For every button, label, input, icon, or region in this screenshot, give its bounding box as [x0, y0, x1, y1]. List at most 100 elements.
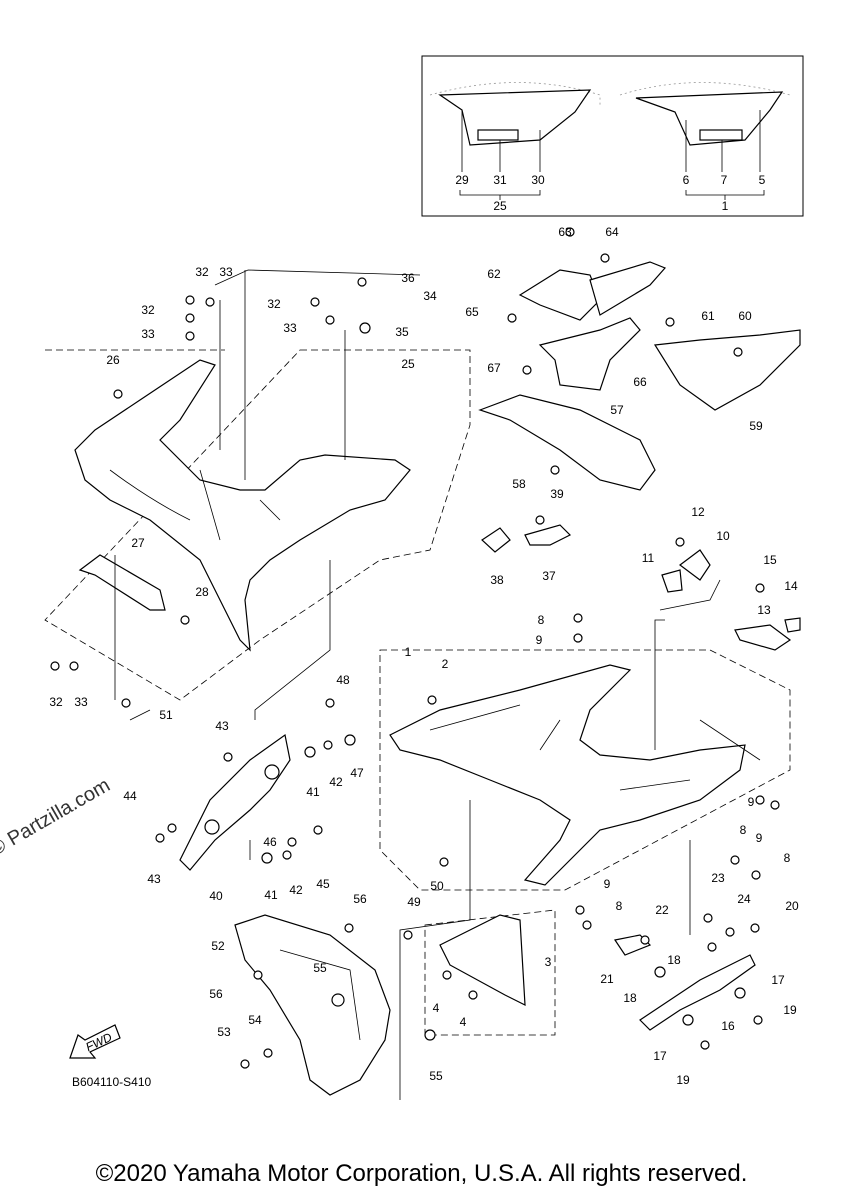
inset-callout-5: 5 — [759, 173, 766, 187]
part-callout-12: 12 — [691, 505, 705, 519]
left-group-outline — [44, 349, 791, 1036]
part-callout-14: 14 — [784, 579, 798, 593]
part-callout-3: 3 — [545, 955, 552, 969]
part-callout-40: 40 — [209, 889, 223, 903]
part-callout-52: 52 — [211, 939, 225, 953]
part-callout-38: 38 — [490, 573, 504, 587]
duct-64 — [589, 261, 667, 316]
part-callout-55: 55 — [429, 1069, 443, 1083]
part-callout-45: 45 — [316, 877, 330, 891]
part-callout-55: 55 — [313, 961, 327, 975]
part-callout-58: 58 — [512, 477, 526, 491]
part-callout-4: 4 — [460, 1015, 467, 1029]
under-panel-3 — [439, 914, 526, 1007]
part-callout-63: 63 — [558, 225, 572, 239]
part-callout-48: 48 — [336, 673, 350, 687]
part-callout-19: 19 — [676, 1073, 690, 1087]
part-callout-19: 19 — [783, 1003, 797, 1017]
part-callout-43: 43 — [147, 872, 161, 886]
bracket-37 — [524, 524, 572, 546]
part-callout-8: 8 — [740, 823, 747, 837]
part-callout-32: 32 — [49, 695, 63, 709]
bracket-11 — [661, 569, 683, 593]
left-side-cowling — [74, 359, 411, 652]
part-callout-33: 33 — [283, 321, 297, 335]
part-callout-32: 32 — [195, 265, 209, 279]
part-callout-54: 54 — [248, 1013, 262, 1027]
part-callout-41: 41 — [306, 785, 320, 799]
part-callout-25: 25 — [401, 357, 415, 371]
part-callout-36: 36 — [401, 271, 415, 285]
part-callout-13: 13 — [757, 603, 771, 617]
part-callout-53: 53 — [217, 1025, 231, 1039]
inset-callout-25: 25 — [493, 199, 507, 213]
part-callout-26: 26 — [106, 353, 120, 367]
part-callout-28: 28 — [195, 585, 209, 599]
bracket-57 — [478, 394, 656, 491]
part-callout-32: 32 — [141, 303, 155, 317]
part-callout-44: 44 — [123, 789, 137, 803]
fwd-label: FWD — [83, 1030, 114, 1054]
part-callout-2: 2 — [442, 657, 449, 671]
part-callout-9: 9 — [748, 795, 755, 809]
decal-inset — [421, 55, 804, 217]
part-callout-39: 39 — [550, 487, 564, 501]
part-callout-24: 24 — [737, 892, 751, 906]
part-callout-37: 37 — [542, 569, 556, 583]
inset-callout-30: 30 — [531, 173, 545, 187]
part-callout-33: 33 — [74, 695, 88, 709]
part-callout-61: 61 — [701, 309, 715, 323]
part-callout-22: 22 — [655, 903, 669, 917]
part-callout-9: 9 — [536, 633, 543, 647]
part-callout-11: 11 — [642, 551, 655, 565]
fasteners — [50, 227, 780, 1069]
part-callout-20: 20 — [785, 899, 799, 913]
right-decal-shape — [635, 91, 784, 146]
part-callout-51: 51 — [159, 708, 173, 722]
part-callout-57: 57 — [610, 403, 624, 417]
duct-66 — [538, 317, 641, 391]
part-callout-27: 27 — [131, 536, 145, 550]
part-callout-32: 32 — [267, 297, 281, 311]
part-callout-8: 8 — [538, 613, 545, 627]
part-callout-23: 23 — [711, 871, 725, 885]
part-callout-46: 46 — [263, 835, 277, 849]
part-callout-34: 34 — [423, 289, 437, 303]
part-callout-56: 56 — [209, 987, 223, 1001]
part-callout-16: 16 — [721, 1019, 735, 1033]
part-callout-9: 9 — [604, 877, 611, 891]
part-callout-43: 43 — [215, 719, 229, 733]
part-callout-8: 8 — [784, 851, 791, 865]
panel-59 — [653, 329, 801, 411]
part-callout-18: 18 — [623, 991, 637, 1005]
part-callout-59: 59 — [749, 419, 763, 433]
part-callout-60: 60 — [738, 309, 752, 323]
fwd-arrow-icon: FWD — [69, 1024, 121, 1059]
part-callout-49: 49 — [407, 895, 421, 909]
inset-callout-29: 29 — [455, 173, 469, 187]
part-callout-4: 4 — [433, 1001, 440, 1015]
part-callout-1: 1 — [405, 645, 412, 659]
part-callout-17: 17 — [653, 1049, 667, 1063]
part-callout-17: 17 — [771, 973, 785, 987]
part-callout-64: 64 — [605, 225, 619, 239]
side-panel-40 — [179, 733, 291, 871]
part-callout-65: 65 — [465, 305, 479, 319]
part-callout-41: 41 — [264, 888, 278, 902]
bracket-38 — [481, 527, 511, 553]
part-callout-15: 15 — [763, 553, 777, 567]
clip-14 — [784, 617, 801, 633]
part-callout-8: 8 — [616, 899, 623, 913]
part-callout-10: 10 — [716, 529, 730, 543]
part-callout-62: 62 — [487, 267, 501, 281]
inner-panel-27 — [78, 554, 166, 611]
part-callout-66: 66 — [633, 375, 647, 389]
part-callout-42: 42 — [289, 883, 303, 897]
part-callout-67: 67 — [487, 361, 501, 375]
right-side-cowling — [389, 664, 746, 886]
lower-cowl-52 — [234, 914, 391, 1096]
part-callout-21: 21 — [600, 972, 614, 986]
